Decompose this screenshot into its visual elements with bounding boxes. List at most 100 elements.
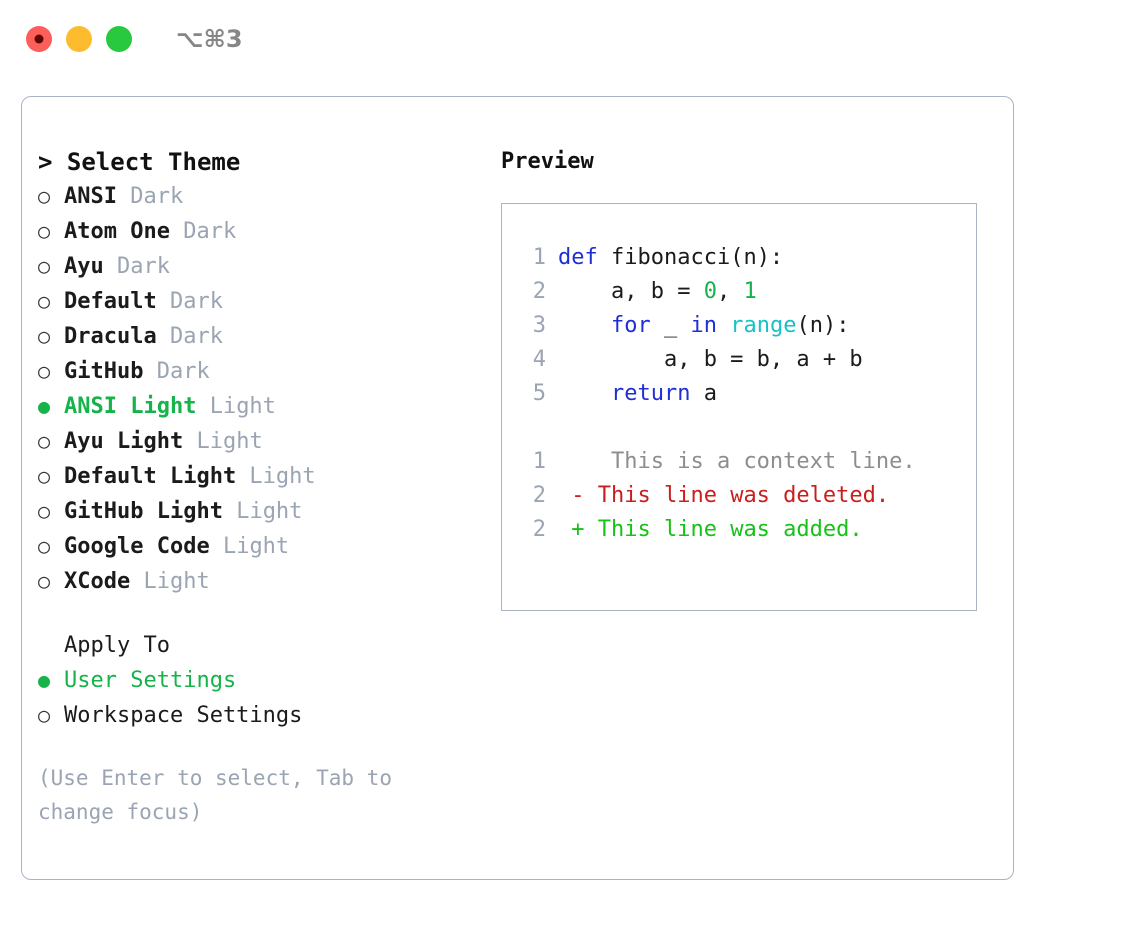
apply-to-option-workspace-settings[interactable]: ○ Workspace Settings	[38, 698, 478, 733]
code-token-num: 1	[743, 279, 757, 304]
apply-to-list[interactable]: ● User Settings ○ Workspace Settings	[38, 663, 478, 733]
theme-option-tag: Dark	[169, 219, 237, 244]
line-number: 2	[532, 517, 546, 542]
code-token-kw: def	[558, 245, 598, 270]
theme-option-default[interactable]: ○Default Dark	[38, 284, 478, 319]
theme-option-tag: Light	[196, 394, 276, 419]
radio-unselected-icon: ○	[38, 184, 51, 208]
code-token-txt: a	[690, 381, 717, 406]
code-line-content: for _ in range(n):	[558, 309, 849, 343]
theme-option-tag: Light	[130, 569, 210, 594]
line-number: 2	[532, 279, 546, 304]
diff-line-content: + This line was added.	[558, 513, 862, 547]
code-spacer	[516, 411, 916, 445]
theme-option-label: Default	[64, 289, 157, 314]
code-token-txt: fibonacci(n):	[597, 245, 784, 270]
apply-to-option-user-settings[interactable]: ● User Settings	[38, 663, 478, 698]
theme-option-label: XCode	[64, 569, 131, 594]
code-line: 1 def fibonacci(n):	[516, 241, 916, 275]
radio-unselected-icon: ○	[38, 499, 51, 523]
code-token-txt: a, b =	[558, 279, 704, 304]
code-line: 5 return a	[516, 377, 916, 411]
theme-option-ayu[interactable]: ○Ayu Dark	[38, 249, 478, 284]
theme-option-ansi-light[interactable]: ●ANSI Light Light	[38, 389, 478, 424]
code-token-txt	[558, 313, 611, 338]
radio-unselected-icon: ○	[38, 324, 51, 348]
diff-line-add: 2 + This line was added.	[516, 513, 916, 547]
theme-option-label: ANSI Light	[64, 394, 197, 419]
line-number: 1	[532, 245, 546, 270]
line-number: 3	[532, 313, 546, 338]
diff-text: This is a context line.	[584, 449, 916, 474]
theme-option-label: ANSI	[64, 184, 117, 209]
keyboard-hint-text: (Use Enter to select, Tab to change focu…	[38, 766, 405, 824]
radio-unselected-icon: ○	[38, 569, 51, 593]
main-panel: > Select Theme ○ANSI Dark○Atom One Dark○…	[21, 96, 1014, 880]
code-token-kw: return	[610, 381, 691, 406]
theme-option-label: Dracula	[64, 324, 157, 349]
code-token-fn: range	[730, 313, 797, 338]
code-token-txt	[717, 313, 730, 338]
apply-to-option-label: User Settings	[64, 668, 237, 693]
close-button-icon[interactable]	[26, 26, 52, 52]
keyboard-shortcut-label: ⌥⌘3	[176, 25, 243, 53]
code-line: 2 a, b = 0, 1	[516, 275, 916, 309]
radio-unselected-icon: ○	[38, 534, 51, 558]
maximize-button-icon[interactable]	[106, 26, 132, 52]
code-line-content: a, b = 0, 1	[558, 275, 757, 309]
theme-option-xcode[interactable]: ○ XCode Light	[38, 564, 478, 599]
theme-option-label: Default Light	[64, 464, 237, 489]
diff-marker: +	[558, 517, 585, 542]
theme-option-ansi[interactable]: ○ANSI Dark	[38, 179, 478, 214]
theme-option-github[interactable]: ○GitHub Dark	[38, 354, 478, 389]
theme-option-default-light[interactable]: ○Default Light Light	[38, 459, 478, 494]
theme-option-ayu-light[interactable]: ○Ayu Light Light	[38, 424, 478, 459]
code-token-kw: for	[610, 313, 651, 338]
radio-unselected-icon: ○	[38, 703, 51, 727]
radio-unselected-icon: ○	[38, 219, 51, 243]
diff-line-content: This is a context line.	[558, 445, 916, 479]
line-number: 4	[532, 347, 546, 372]
theme-option-label: Atom One	[64, 219, 170, 244]
theme-option-github-light[interactable]: ○GitHub Light Light	[38, 494, 478, 529]
preview-title: Preview	[501, 149, 594, 174]
theme-option-tag: Dark	[103, 254, 170, 279]
diff-line-ctx: 1 This is a context line.	[516, 445, 916, 479]
theme-option-tag: Light	[183, 429, 263, 454]
apply-to-header: Apply To	[64, 633, 170, 658]
code-line: 3 for _ in range(n):	[516, 309, 916, 343]
diff-marker: -	[558, 483, 585, 508]
code-line-content: return a	[558, 377, 717, 411]
theme-option-tag: Dark	[143, 359, 210, 384]
theme-list[interactable]: ○ANSI Dark○Atom One Dark○Ayu Dark○Defaul…	[38, 179, 478, 599]
diff-text: This line was deleted.	[584, 483, 890, 508]
theme-option-label: GitHub	[64, 359, 144, 384]
theme-list-header: > Select Theme	[38, 148, 241, 176]
code-token-txt	[558, 381, 611, 406]
theme-option-google-code[interactable]: ○Google Code Light	[38, 529, 478, 564]
theme-option-tag: Dark	[156, 289, 223, 314]
line-number: 2	[532, 483, 546, 508]
minimize-button-icon[interactable]	[66, 26, 92, 52]
theme-option-tag: Light	[209, 534, 290, 559]
theme-option-atom-one[interactable]: ○ Atom One Dark	[38, 214, 478, 249]
diff-lines: 1 This is a context line. 2 - This line w…	[516, 445, 916, 547]
line-number: 5	[532, 381, 546, 406]
code-token-txt: ,	[716, 279, 744, 304]
radio-selected-icon: ●	[38, 668, 51, 692]
title-bar: ⌥⌘3	[0, 0, 1140, 78]
theme-option-tag: Dark	[156, 324, 223, 349]
line-number: 1	[532, 449, 546, 474]
code-token-txt: a, b = b, a + b	[558, 347, 863, 372]
diff-line-content: - This line was deleted.	[558, 479, 889, 513]
window-controls	[26, 26, 132, 52]
apply-to-option-label: Workspace Settings	[64, 703, 303, 728]
theme-option-dracula[interactable]: ○ Dracula Dark	[38, 319, 478, 354]
theme-option-tag: Light	[236, 464, 316, 489]
radio-unselected-icon: ○	[38, 254, 51, 278]
code-line: 4 a, b = b, a + b	[516, 343, 916, 377]
